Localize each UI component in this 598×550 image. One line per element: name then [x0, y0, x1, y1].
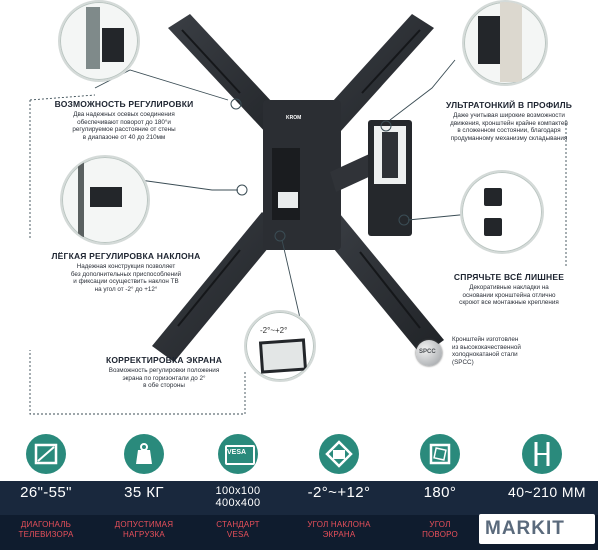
spec-label-diagonal: ДИАГОНАЛЬ ТЕЛЕВИЗОРА [1, 520, 91, 540]
vesa-icon-text: VESA [227, 449, 247, 456]
detail-circle-swivel [58, 0, 140, 82]
spcc-desc-2: из высококачественной [452, 343, 521, 351]
feature-adjust-desc-1: Два надежных осевых соединения [73, 111, 175, 118]
spec-label-weight: ДОПУСТИМАЯ НАГРУЗКА [99, 520, 189, 540]
arm-slots [177, 29, 421, 329]
detail-circle-correct: -2°~+2° [244, 310, 316, 382]
correct-angle-label: -2°~+2° [260, 326, 288, 335]
bracket-illustration [29, 14, 567, 415]
spcc-desc-3: холоднокатаной стали [452, 351, 518, 359]
feature-adjust-desc-4: в диапазоне от 40 до 210мм [82, 133, 166, 141]
spec-value-distance: 40~210 ММ [508, 484, 586, 500]
spec-label-tilt: УГОЛ НАКЛОНА ЭКРАНА [294, 520, 384, 540]
feature-adjust-desc-2: обеспечивают поворот до 180°и [77, 118, 171, 126]
spcc-badge: SPCC [416, 340, 442, 366]
spcc-desc-1: Кронштейн изготовлен [452, 336, 519, 343]
feature-ultrathin-desc-3: в сложенном состоянии, благодаря [457, 127, 561, 135]
feature-hide: СПРЯЧЬТЕ ВСЁ ЛИШНЕЕ Декоративные накладк… [424, 272, 594, 307]
spec-value-rotate: 180° [423, 484, 457, 501]
spec-label-weight-2: НАГРУЗКА [123, 530, 165, 539]
detail-circle-tilt [60, 155, 150, 245]
feature-tilt-desc-1: Надежная конструкция позволяет [76, 263, 176, 270]
feature-correct-desc-2: экрана по горизонтали до 2° [122, 374, 206, 382]
distance-icon [522, 434, 562, 474]
rotate-icon [420, 434, 460, 474]
feature-ultrathin-desc-2: движения, кронштейн крайне компактен [450, 119, 568, 127]
spcc-text: Кронштейн изготовлен из высококачественн… [452, 336, 572, 366]
spec-label-vesa: СТАНДАРТ VESA [193, 520, 283, 540]
feature-adjust-desc-3: регулируемое расстояние от стены [72, 126, 176, 134]
spec-value-weight: 35 КГ [124, 484, 164, 501]
spcc-desc-4: (SPCC) [452, 358, 474, 366]
feature-correct-desc-1: Возможность регулировки положения [108, 367, 220, 374]
spec-value-diagonal: 26"-55" [20, 484, 72, 501]
feature-correct: КОРРЕКТИРОВКА ЭКРАНА Возможность регулир… [84, 355, 244, 390]
diagonal-icon [26, 434, 66, 474]
spec-label-vesa-2: VESA [226, 530, 250, 539]
specs-icon-row [0, 425, 598, 481]
feature-correct-desc-3: в обе стороны [143, 382, 185, 390]
feature-ultrathin-desc-4: продуманному механизму складывания [450, 134, 568, 142]
tilt-icon [319, 434, 359, 474]
feature-tilt-desc-3: и фиксации осуществить наклон ТВ [73, 278, 179, 286]
weight-icon [124, 434, 164, 474]
specs-value-row [0, 481, 598, 515]
feature-tilt-desc-4: на угол от -2° до +12° [94, 285, 158, 293]
feature-ultrathin-title: УЛЬТРАТОНКИЙ В ПРОФИЛЬ [445, 100, 573, 110]
vesa-icon: VESA [218, 434, 258, 474]
detail-circle-ultrathin [462, 0, 548, 86]
feature-tilt: ЛЁГКАЯ РЕГУЛИРОВКА НАКЛОНА Надежная конс… [36, 251, 216, 293]
brand-logo: KROM [286, 115, 302, 121]
feature-correct-title: КОРРЕКТИРОВКА ЭКРАНА [105, 355, 223, 365]
spec-label-tilt-2: ЭКРАНА [322, 530, 356, 539]
markit-watermark-text: MARKIT [485, 518, 565, 539]
spcc-badge-text: SPCC [419, 349, 436, 355]
spec-label-rotate-1: УГОЛ [429, 520, 451, 529]
feature-adjust-title: ВОЗМОЖНОСТЬ РЕГУЛИРОВКИ [54, 99, 194, 109]
feature-ultrathin-desc-1: Даже учитывая широкие возможности [453, 112, 565, 119]
markit-watermark: MARKIT [479, 514, 595, 544]
feature-hide-title: СПРЯЧЬТЕ ВСЁ ЛИШНЕЕ [453, 272, 565, 282]
spec-label-tilt-1: УГОЛ НАКЛОНА [307, 520, 371, 529]
spec-label-weight-1: ДОПУСТИМАЯ [114, 520, 174, 529]
spec-value-vesa-1: 100x100 [215, 485, 261, 497]
spec-value-tilt: -2°~+12° [307, 484, 371, 501]
feature-tilt-title: ЛЁГКАЯ РЕГУЛИРОВКА НАКЛОНА [51, 251, 201, 261]
feature-hide-desc-1: Декоративные накладки на [469, 284, 549, 291]
spec-label-diagonal-2: ТЕЛЕВИЗОРА [18, 530, 74, 539]
spec-value-vesa: 100x100 400x400 [193, 485, 283, 509]
spec-label-diagonal-1: ДИАГОНАЛЬ [20, 520, 72, 529]
feature-tilt-desc-2: без дополнительных приспособлений [70, 270, 182, 278]
feature-hide-desc-3: скроют все монтажные крепления [459, 299, 559, 307]
detail-circle-covers [460, 170, 544, 254]
spec-label-rotate: УГОЛ ПОВОРО [395, 520, 485, 540]
feature-adjust: ВОЗМОЖНОСТЬ РЕГУЛИРОВКИ Два надежных осе… [34, 99, 214, 141]
feature-hide-desc-2: основании кронштейна отлично [462, 291, 556, 299]
spec-value-vesa-2: 400x400 [215, 497, 261, 509]
feature-ultrathin: УЛЬТРАТОНКИЙ В ПРОФИЛЬ Даже учитывая шир… [424, 100, 594, 142]
spec-label-rotate-2: ПОВОРО [422, 530, 458, 539]
spec-label-vesa-1: СТАНДАРТ [216, 520, 260, 529]
